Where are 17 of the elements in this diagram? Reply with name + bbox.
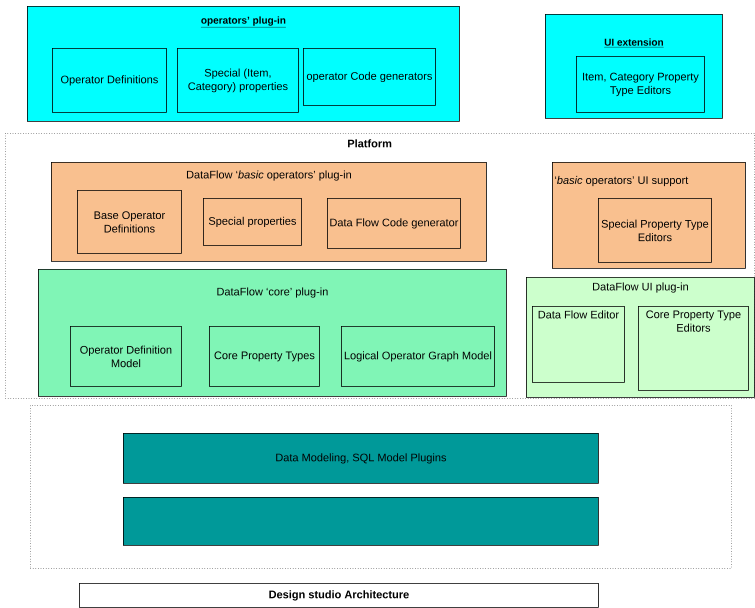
component-box: Core Property Types <box>209 326 320 387</box>
component-box: Data Flow Editor <box>532 306 625 383</box>
caption-box: Design studio Architecture <box>79 583 599 608</box>
component-box: Special (Item, Category) properties <box>177 48 299 113</box>
component-box: Core Property Type Editors <box>638 306 749 391</box>
component-box: Item, Category Property Type Editors <box>576 56 705 113</box>
component-box: Data Flow Code generator <box>327 198 461 249</box>
component-box: Special properties <box>203 198 302 246</box>
component-box: Operator Definition Model <box>70 326 182 387</box>
component-box: Special Property Type Editors <box>598 198 712 263</box>
framework-bar <box>123 497 599 546</box>
component-box: operator Code generators <box>303 48 436 106</box>
component-box: Operator Definitions <box>52 48 167 113</box>
component-box: Logical Operator Graph Model <box>341 326 495 387</box>
framework-bar: Data Modeling, SQL Model Plugins <box>123 433 599 484</box>
layer-region <box>30 405 732 569</box>
component-box: Base Operator Definitions <box>77 190 182 254</box>
